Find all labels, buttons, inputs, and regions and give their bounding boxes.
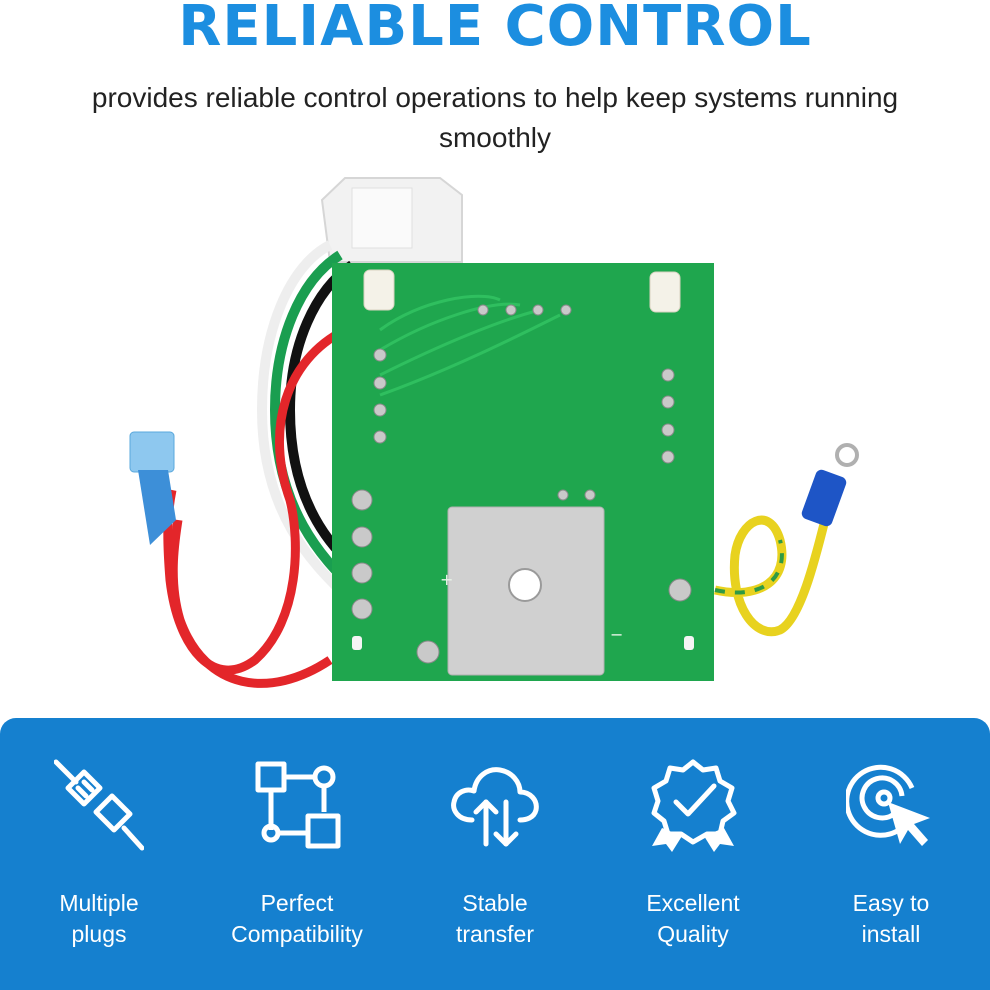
feature-excellent-quality: Excellent Quality	[594, 718, 792, 990]
flowchart-icon	[255, 761, 341, 849]
cloud-transfer-icon	[451, 767, 539, 847]
plug-icon	[54, 759, 144, 851]
svg-text:−: −	[610, 625, 623, 644]
feature-label: Excellent Quality	[646, 890, 740, 947]
page-subtitle: provides reliable control operations to …	[91, 82, 899, 153]
feature-perfect-compatibility: Perfect Compatibility	[198, 718, 396, 990]
feature-label: Stable transfer	[456, 890, 534, 947]
feature-label: Easy to install	[852, 890, 930, 947]
feature-easy-install: Easy to install	[792, 718, 990, 990]
circuit-board-photo: + −	[129, 177, 859, 688]
feature-label: Perfect Compatibility	[231, 890, 363, 947]
target-cursor-icon	[846, 764, 930, 846]
features-panel: Multiple plugs Perfect Compatibility	[0, 718, 990, 990]
page-title: RELIABLE CONTROL	[178, 0, 812, 59]
feature-stable-transfer: Stable transfer	[396, 718, 594, 990]
svg-text:+: +	[440, 570, 453, 589]
quality-badge-icon	[651, 759, 737, 852]
feature-multiple-plugs: Multiple plugs	[0, 718, 198, 990]
feature-label: Multiple plugs	[59, 890, 139, 947]
